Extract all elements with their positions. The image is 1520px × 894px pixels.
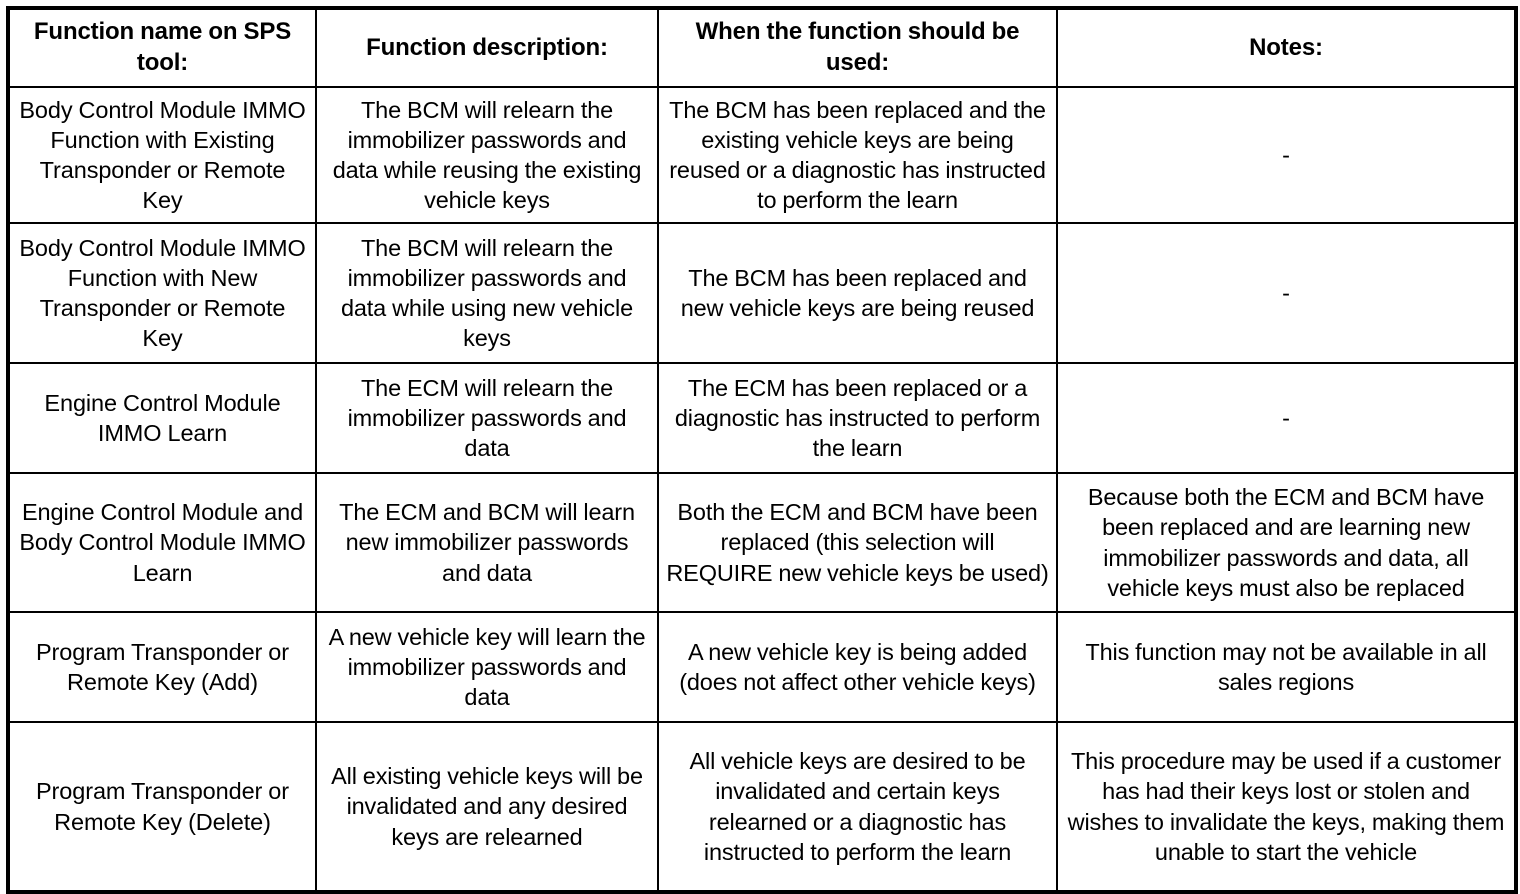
- cell-function-name: Engine Control Module IMMO Learn: [7, 362, 317, 474]
- cell-when-used: The ECM has been replaced or a diagnosti…: [657, 362, 1058, 474]
- table-body: Body Control Module IMMO Function with E…: [7, 86, 1517, 893]
- cell-when-used: The BCM has been replaced and the existi…: [657, 86, 1058, 224]
- column-header-function-description: Function description:: [315, 7, 659, 88]
- cell-notes: -: [1056, 222, 1517, 364]
- document-page: Function name on SPS tool: Function desc…: [6, 6, 1518, 894]
- sps-immo-function-table: Function name on SPS tool: Function desc…: [6, 6, 1518, 894]
- table-row: Body Control Module IMMO Function with E…: [7, 86, 1517, 224]
- table-row: Body Control Module IMMO Function with N…: [7, 222, 1517, 364]
- table-header-row: Function name on SPS tool: Function desc…: [7, 7, 1517, 88]
- cell-notes: -: [1056, 362, 1517, 474]
- cell-function-name: Program Transponder or Remote Key (Delet…: [7, 721, 317, 893]
- table-header: Function name on SPS tool: Function desc…: [7, 7, 1517, 88]
- table-row: Engine Control Module IMMO Learn The ECM…: [7, 362, 1517, 474]
- cell-function-name: Body Control Module IMMO Function with E…: [7, 86, 317, 224]
- cell-function-description: The ECM will relearn the immobilizer pas…: [315, 362, 659, 474]
- table-row: Program Transponder or Remote Key (Add) …: [7, 611, 1517, 723]
- cell-when-used: Both the ECM and BCM have been replaced …: [657, 472, 1058, 613]
- cell-function-description: The ECM and BCM will learn new immobiliz…: [315, 472, 659, 613]
- cell-when-used: All vehicle keys are desired to be inval…: [657, 721, 1058, 893]
- cell-function-description: The BCM will relearn the immobilizer pas…: [315, 86, 659, 224]
- cell-function-description: The BCM will relearn the immobilizer pas…: [315, 222, 659, 364]
- column-header-when-used: When the function should be used:: [657, 7, 1058, 88]
- cell-function-name: Body Control Module IMMO Function with N…: [7, 222, 317, 364]
- cell-notes: This procedure may be used if a customer…: [1056, 721, 1517, 893]
- cell-notes: This function may not be available in al…: [1056, 611, 1517, 723]
- cell-notes: Because both the ECM and BCM have been r…: [1056, 472, 1517, 613]
- cell-when-used: The BCM has been replaced and new vehicl…: [657, 222, 1058, 364]
- cell-function-name: Program Transponder or Remote Key (Add): [7, 611, 317, 723]
- table-row: Engine Control Module and Body Control M…: [7, 472, 1517, 613]
- cell-function-description: All existing vehicle keys will be invali…: [315, 721, 659, 893]
- table-row: Program Transponder or Remote Key (Delet…: [7, 721, 1517, 893]
- cell-when-used: A new vehicle key is being added (does n…: [657, 611, 1058, 723]
- cell-notes: -: [1056, 86, 1517, 224]
- column-header-function-name: Function name on SPS tool:: [7, 7, 317, 88]
- cell-function-description: A new vehicle key will learn the immobil…: [315, 611, 659, 723]
- column-header-notes: Notes:: [1056, 7, 1517, 88]
- cell-function-name: Engine Control Module and Body Control M…: [7, 472, 317, 613]
